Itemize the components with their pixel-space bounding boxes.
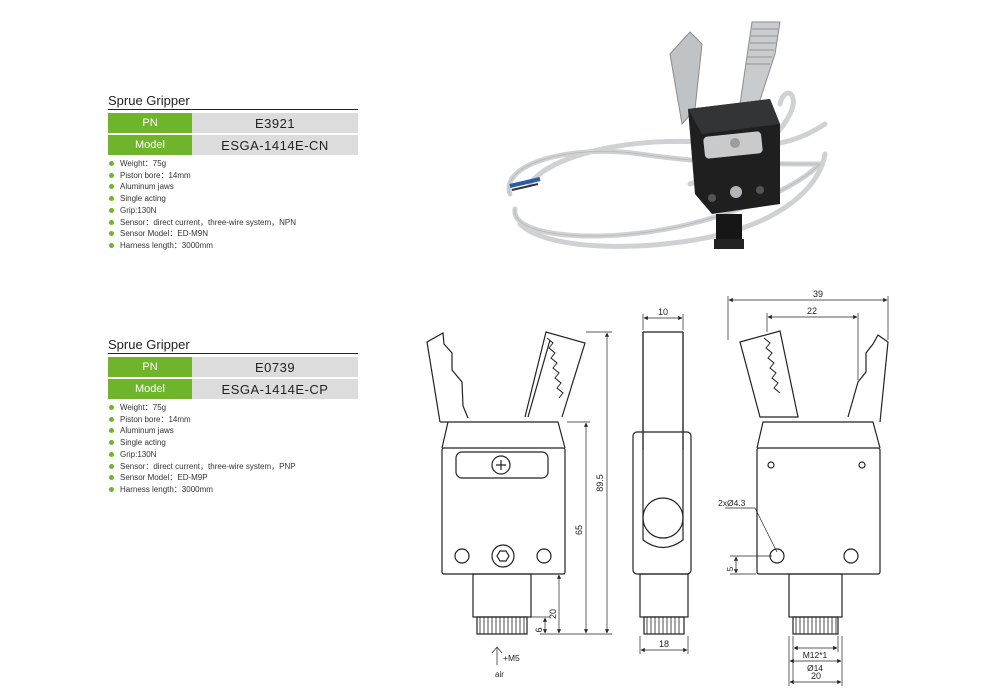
dim-22: 22 (807, 306, 817, 316)
dim-18: 18 (659, 639, 669, 649)
dim-39: 39 (813, 289, 823, 299)
model-value: ESGA-1414E-CN (192, 135, 358, 155)
feature-item: Aluminum jaws (108, 181, 358, 193)
dim-thread: M12*1 (803, 650, 828, 660)
feature-item: Harness length：3000mm (108, 240, 358, 252)
feature-item: Piston bore：14mm (108, 170, 358, 182)
model-label: Model (108, 379, 192, 399)
dim-20-width: 20 (811, 671, 821, 681)
feature-item: Sensor：direct current，three-wire system，… (108, 217, 358, 229)
product-title: Sprue Gripper (108, 338, 358, 354)
pn-label: PN (108, 357, 192, 377)
model-value: ESGA-1414E-CP (192, 379, 358, 399)
dim-65: 65 (574, 525, 584, 535)
product-photo (506, 21, 828, 249)
dim-10: 10 (658, 307, 668, 317)
model-label: Model (108, 135, 192, 155)
feature-list: Weight：75g Piston bore：14mm Aluminum jaw… (108, 158, 358, 252)
port-label: +M5 (503, 653, 520, 663)
pn-value: E0739 (192, 357, 358, 377)
dim-5: 5 (726, 566, 735, 571)
air-label: air (495, 670, 504, 679)
pn-value: E3921 (192, 113, 358, 133)
product-title: Sprue Gripper (108, 94, 358, 110)
feature-item: Sensor Model：ED-M9P (108, 472, 358, 484)
feature-item: Weight：75g (108, 158, 358, 170)
pn-label: PN (108, 113, 192, 133)
feature-item: Harness length：3000mm (108, 484, 358, 496)
feature-item: Sensor：direct current，three-wire system，… (108, 461, 358, 473)
feature-item: Grip:130N (108, 205, 358, 217)
dim-89-5: 89.5 (595, 474, 605, 492)
dim-dia-14: Ø14 (807, 663, 823, 673)
technical-drawing: 89.5 65 20 6 10 18 39 22 2xØ4.3 5 M12*1 … (426, 289, 889, 686)
dim-6: 6 (534, 627, 544, 632)
feature-item: Single acting (108, 437, 358, 449)
feature-item: Weight：75g (108, 402, 358, 414)
feature-item: Single acting (108, 193, 358, 205)
feature-list: Weight：75g Piston bore：14mm Aluminum jaw… (108, 402, 358, 496)
feature-item: Aluminum jaws (108, 425, 358, 437)
feature-item: Sensor Model：ED-M9N (108, 228, 358, 240)
dim-hole: 2xØ4.3 (718, 498, 746, 508)
feature-item: Piston bore：14mm (108, 414, 358, 426)
feature-item: Grip:130N (108, 449, 358, 461)
dim-20-height: 20 (548, 609, 558, 619)
